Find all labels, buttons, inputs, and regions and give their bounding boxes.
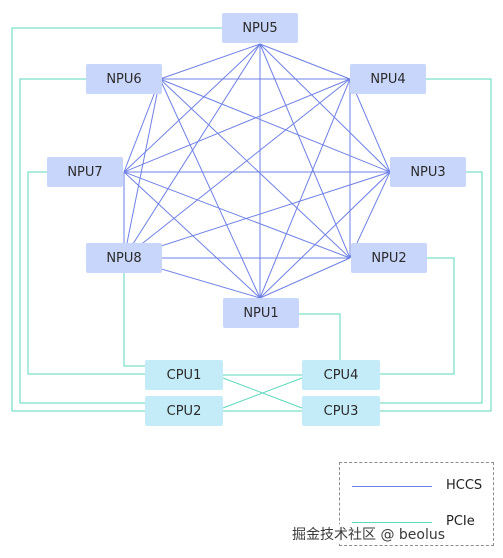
pcie-npu3-cpu3 (380, 171, 483, 404)
hccs-link-npu4-npu8 (123, 78, 351, 259)
pcie-npu2-cpu4 (380, 257, 455, 375)
hccs-link-npu2-npu1 (259, 257, 351, 299)
pcie-links (11, 27, 492, 412)
legend-pcie-swatch (352, 522, 432, 523)
npu1-label: NPU1 (243, 305, 279, 321)
hccs-link-npu5-npu3 (259, 43, 391, 173)
cpu2-label: CPU2 (166, 403, 202, 419)
hccs-link-npu8-npu6 (123, 78, 161, 259)
legend-hccs-label: HCCS (446, 478, 483, 493)
npu3-label: NPU3 (410, 164, 446, 180)
npu6-label: NPU6 (106, 71, 142, 87)
pcie-npu1-cpu4 (299, 313, 341, 360)
pcie-npu8-cpu1 (123, 273, 145, 367)
cpu3-label: CPU3 (323, 403, 359, 419)
hccs-link-npu3-npu6 (159, 78, 391, 173)
cpu1-label: CPU1 (166, 367, 202, 383)
npu2-node: NPU2 (351, 243, 427, 273)
npu2-label: NPU2 (371, 250, 407, 266)
legend-hccs-swatch (352, 486, 432, 487)
hccs-link-npu5-npu7 (123, 43, 261, 173)
hccs-link-npu4-npu7 (123, 78, 351, 173)
npu7-label: NPU7 (67, 164, 103, 180)
hccs-link-npu2-npu6 (159, 78, 351, 259)
npu4-node: NPU4 (350, 64, 426, 94)
pcie-npu4-cpu3 (380, 78, 492, 412)
pcie-cpu2-cpu4 (222, 377, 303, 409)
hccs-link-npu2-npu7 (123, 171, 351, 259)
npu1-node: NPU1 (223, 298, 299, 328)
hccs-link-npu3-npu8 (123, 171, 391, 259)
cpu4-label: CPU4 (323, 367, 359, 383)
npu5-node: NPU5 (222, 13, 298, 43)
legend: HCCS PCIe (339, 462, 494, 546)
hccs-link-npu5-npu8 (123, 43, 261, 259)
hccs-link-npu4-npu3 (349, 78, 391, 173)
legend-pcie-label: PCIe (446, 514, 475, 529)
hccs-link-npu1-npu7 (123, 171, 261, 299)
hccs-link-npu4-npu1 (259, 78, 351, 299)
npu4-label: NPU4 (370, 71, 406, 87)
cpu1-node: CPU1 (145, 360, 223, 390)
hccs-link-npu5-npu4 (259, 43, 351, 80)
hccs-link-npu5-npu6 (159, 43, 261, 80)
watermark: 掘金技术社区 @ beolus (292, 524, 446, 544)
hccs-link-npu5-npu2 (259, 43, 351, 259)
npu6-node: NPU6 (86, 64, 162, 94)
cpu3-node: CPU3 (302, 396, 380, 426)
npu8-label: NPU8 (106, 250, 142, 266)
pcie-npu7-cpu1 (27, 171, 145, 375)
hccs-link-npu7-npu6 (123, 78, 161, 173)
pcie-npu5-cpu2 (11, 27, 222, 412)
npu5-label: NPU5 (242, 20, 278, 36)
npu3-node: NPU3 (390, 157, 466, 187)
pcie-npu6-cpu2 (19, 78, 145, 404)
cpu2-node: CPU2 (145, 396, 223, 426)
npu8-node: NPU8 (86, 243, 162, 273)
cpu4-node: CPU4 (302, 360, 380, 390)
hccs-link-npu1-npu6 (159, 78, 261, 299)
npu7-node: NPU7 (47, 157, 123, 187)
